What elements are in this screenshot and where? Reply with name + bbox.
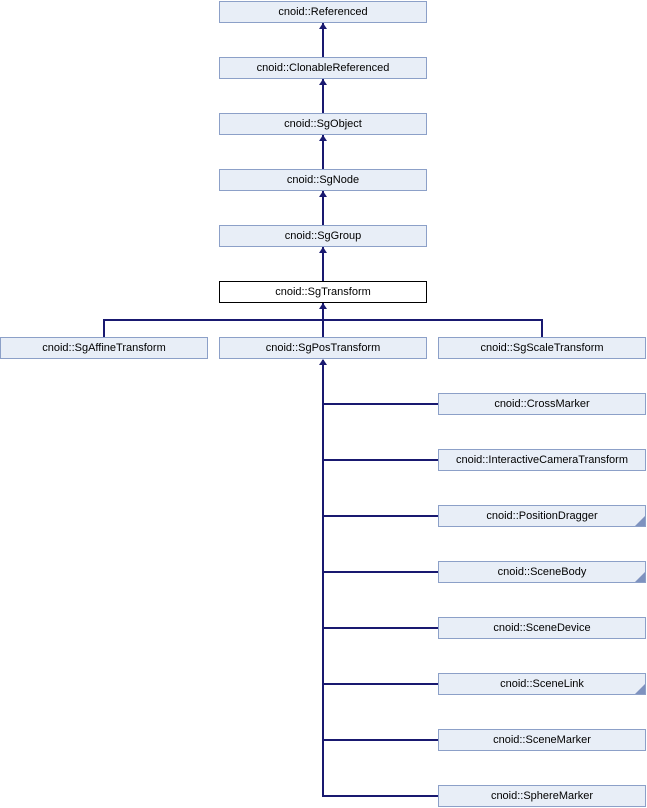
inheritance-edge — [322, 360, 324, 797]
inheritance-edge — [103, 319, 543, 321]
class-node-label: cnoid::SgObject — [284, 118, 362, 130]
class-node-interactive-camera-transform[interactable]: cnoid::InteractiveCameraTransform — [438, 449, 646, 471]
arrowhead-up-icon — [319, 247, 327, 253]
arrowhead-up-icon — [319, 135, 327, 141]
class-node-sg-scale-transform[interactable]: cnoid::SgScaleTransform — [438, 337, 646, 359]
inheritance-edge — [324, 403, 438, 405]
class-node-label: cnoid::SgPosTransform — [265, 342, 381, 354]
class-node-label: cnoid::SgScaleTransform — [480, 342, 604, 354]
class-node-label: cnoid::InteractiveCameraTransform — [456, 454, 628, 466]
class-node-sg-object[interactable]: cnoid::SgObject — [219, 113, 427, 135]
inheritance-edge — [541, 319, 543, 337]
class-node-label: cnoid::ClonableReferenced — [256, 62, 390, 74]
class-node-label: cnoid::SgGroup — [284, 230, 362, 242]
inheritance-edge — [324, 459, 438, 461]
truncated-corner-icon — [635, 684, 645, 694]
inheritance-edge — [324, 683, 438, 685]
inheritance-edge — [322, 79, 324, 113]
class-node-scene-link[interactable]: cnoid::SceneLink — [438, 673, 646, 695]
inheritance-edge — [324, 571, 438, 573]
class-node-label: cnoid::CrossMarker — [494, 398, 590, 410]
truncated-corner-icon — [635, 516, 645, 526]
class-node-sg-affine-transform[interactable]: cnoid::SgAffineTransform — [0, 337, 208, 359]
arrowhead-up-icon — [319, 79, 327, 85]
class-node-position-dragger[interactable]: cnoid::PositionDragger — [438, 505, 646, 527]
class-node-cross-marker[interactable]: cnoid::CrossMarker — [438, 393, 646, 415]
class-node-referenced[interactable]: cnoid::Referenced — [219, 1, 427, 23]
inheritance-edge — [324, 739, 438, 741]
inheritance-edge — [103, 319, 105, 337]
class-node-label: cnoid::SceneLink — [500, 678, 584, 690]
class-node-clonable-referenced[interactable]: cnoid::ClonableReferenced — [219, 57, 427, 79]
inheritance-edge — [322, 23, 324, 57]
inheritance-edge — [322, 247, 324, 281]
class-node-label: cnoid::Referenced — [278, 6, 368, 18]
class-node-label: cnoid::PositionDragger — [486, 510, 598, 522]
arrowhead-up-icon — [319, 359, 327, 365]
class-node-sg-node[interactable]: cnoid::SgNode — [219, 169, 427, 191]
class-node-sg-group[interactable]: cnoid::SgGroup — [219, 225, 427, 247]
class-node-sg-transform: cnoid::SgTransform — [219, 281, 427, 303]
inheritance-edge — [322, 191, 324, 225]
class-node-scene-marker[interactable]: cnoid::SceneMarker — [438, 729, 646, 751]
inheritance-edge — [322, 135, 324, 169]
class-node-label: cnoid::SceneMarker — [493, 734, 591, 746]
class-node-sphere-marker[interactable]: cnoid::SphereMarker — [438, 785, 646, 807]
class-node-scene-body[interactable]: cnoid::SceneBody — [438, 561, 646, 583]
class-node-label: cnoid::SgNode — [286, 174, 360, 186]
class-node-label: cnoid::SgTransform — [275, 286, 371, 298]
class-node-label: cnoid::SphereMarker — [490, 790, 594, 802]
class-node-scene-device[interactable]: cnoid::SceneDevice — [438, 617, 646, 639]
arrowhead-up-icon — [319, 303, 327, 309]
class-node-label: cnoid::SceneDevice — [493, 622, 591, 634]
class-node-label: cnoid::SgAffineTransform — [42, 342, 166, 354]
arrowhead-up-icon — [319, 23, 327, 29]
truncated-corner-icon — [635, 572, 645, 582]
arrowhead-up-icon — [319, 191, 327, 197]
inheritance-edge — [324, 795, 438, 797]
class-node-sg-pos-transform[interactable]: cnoid::SgPosTransform — [219, 337, 427, 359]
inheritance-edge — [324, 627, 438, 629]
class-node-label: cnoid::SceneBody — [497, 566, 587, 578]
inheritance-edge — [324, 515, 438, 517]
